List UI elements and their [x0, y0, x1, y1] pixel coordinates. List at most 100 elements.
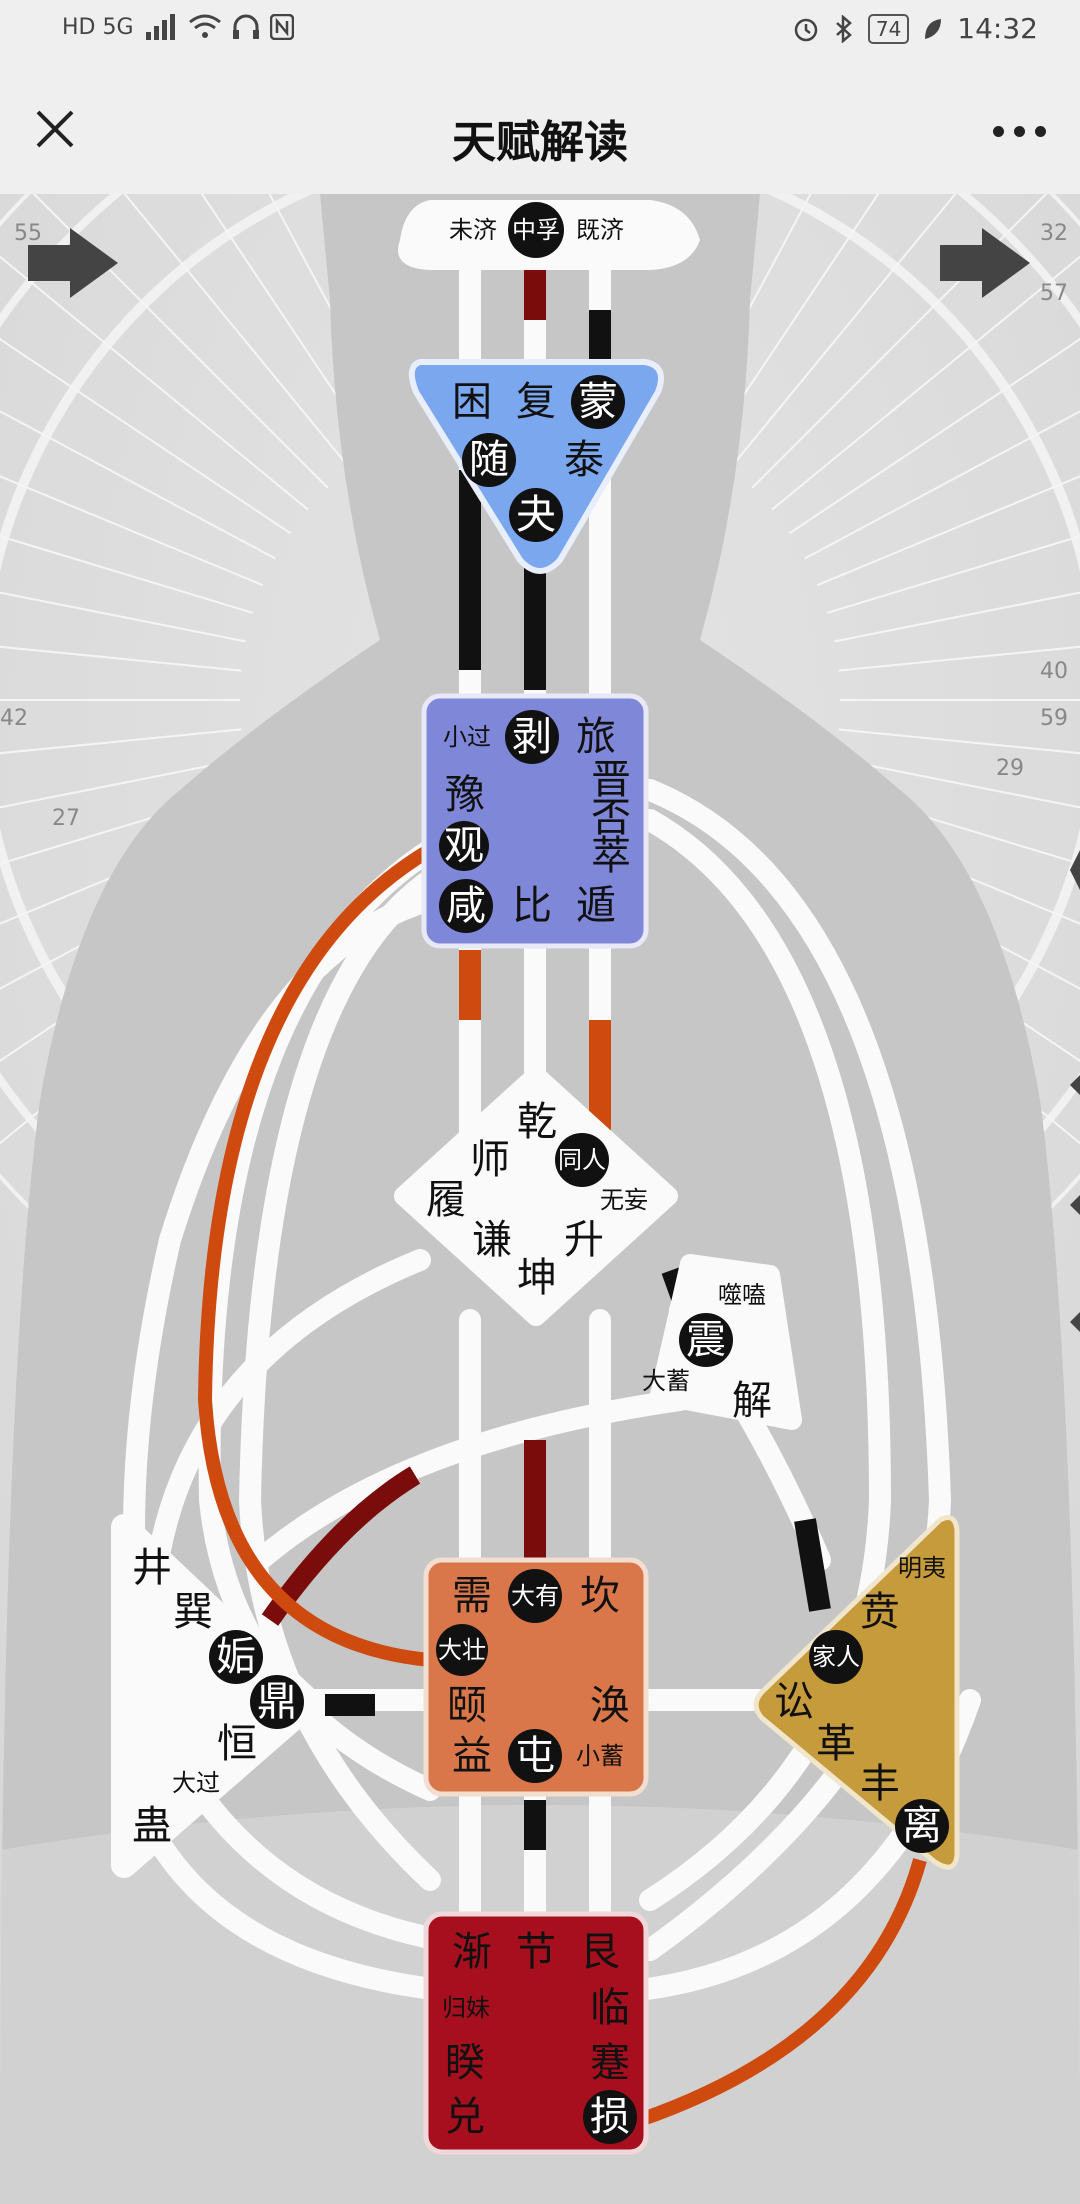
mandala-ray [0, 410, 276, 560]
clock: 14:32 [957, 12, 1038, 45]
gate-label: 大蓄 [642, 1367, 690, 1395]
wheel-number: 27 [52, 806, 80, 831]
mandala-ray [0, 255, 309, 511]
mandala-ray [838, 728, 1080, 755]
gate-label: 明夷 [898, 1554, 946, 1582]
wheel-number: 42 [0, 706, 28, 731]
mandala-ray [0, 645, 242, 672]
gate-label: 豫 [445, 772, 485, 818]
gate-label: 睽 [445, 2040, 485, 2086]
gate-label: 比 [512, 883, 552, 929]
gate-label: 兑 [445, 2094, 485, 2140]
mandala-ray [705, 194, 880, 452]
gate-label: 渐 [452, 1929, 492, 1975]
gate-label: 临 [590, 1985, 630, 2031]
gate-label-active: 观 [444, 823, 484, 869]
mandala-ray [0, 475, 264, 587]
mandala-ray [729, 194, 957, 469]
network-label: HD 5G [62, 14, 134, 40]
gate-label: 颐 [447, 1683, 487, 1729]
mandala-ray [0, 757, 246, 809]
gate-label: 井 [132, 1545, 172, 1591]
gate-label: 乾 [517, 1099, 557, 1145]
wheel-number: 32 [1040, 221, 1068, 246]
wheel-number: 57 [1040, 281, 1068, 306]
gate-label: 否 [591, 795, 631, 841]
mandala-ray [771, 255, 1080, 511]
gate-label: 小过 [443, 723, 491, 751]
wheel-number: 29 [996, 756, 1024, 781]
nfc-icon [269, 14, 294, 40]
gate-label: 恒 [217, 1721, 257, 1767]
status-right: 74 14:32 [792, 12, 1038, 45]
gate-label-active: 离 [902, 1803, 942, 1849]
mandala-ray [834, 757, 1080, 809]
gate-label: 晋 [591, 757, 631, 803]
gate-label: 需 [452, 1573, 492, 1619]
gate-label-active: 中孚 [512, 216, 560, 244]
gate-label: 革 [816, 1721, 856, 1767]
mandala-ray [788, 337, 1080, 535]
gate-label-active: 咸 [446, 883, 486, 929]
wheel-number: 59 [1040, 706, 1068, 731]
gate-label: 师 [470, 1137, 510, 1183]
gate-label-active: 夬 [516, 492, 556, 538]
gate-label: 大过 [172, 1769, 220, 1797]
gate-label: 坤 [517, 1255, 557, 1301]
mandala-ray [826, 535, 1080, 614]
mandala-ray [0, 337, 292, 535]
mandala-ray [0, 728, 242, 755]
sacral-center [423, 1557, 649, 1797]
gate-label: 升 [564, 1217, 604, 1263]
gate-label: 泰 [564, 437, 604, 483]
mandala-ray [816, 475, 1080, 587]
gate-label: 归妹 [442, 1994, 490, 2022]
bodygraph-svg: 55 32 57 42 59 27 29 40 [0, 194, 1080, 2204]
more-dot [993, 126, 1004, 137]
mandala-ray [838, 645, 1080, 672]
mandala-ray [834, 591, 1080, 643]
more-dot [1014, 126, 1025, 137]
gate-label: 未济 [449, 216, 497, 244]
gate-label: 噬嗑 [718, 1281, 766, 1309]
gate-label: 无妄 [600, 1186, 648, 1214]
gate-label-active: 鼎 [257, 1679, 297, 1725]
gate-label: 涣 [590, 1683, 630, 1729]
spleen-center [111, 1514, 323, 1878]
gate-label: 履 [426, 1177, 466, 1223]
gate-label: 贲 [860, 1589, 900, 1635]
mandala-ray [0, 535, 254, 614]
wheel-number: 40 [1040, 659, 1068, 684]
left-arrow-icon [28, 228, 118, 298]
gate-label: 坎 [580, 1573, 620, 1619]
close-button[interactable] [30, 104, 80, 154]
gate-label: 蹇 [590, 2040, 630, 2086]
status-bar: HD 5G 74 14:32 [0, 0, 1080, 68]
more-dot [1035, 126, 1046, 137]
gate-label: 旅 [576, 714, 616, 760]
gate-label: 既济 [576, 216, 624, 244]
gate-label: 遁 [576, 883, 616, 929]
gate-label-active: 大有 [511, 1582, 559, 1610]
gate-label-active: 家人 [812, 1643, 860, 1671]
alarm-icon [794, 18, 818, 41]
bluetooth-icon [835, 14, 852, 43]
gate-label-active: 同人 [558, 1146, 606, 1174]
gate-label: 解 [732, 1378, 772, 1424]
gate-label-active: 大壮 [438, 1636, 486, 1664]
battery-indicator: 74 [867, 13, 910, 44]
mandala-ray [123, 194, 351, 469]
wifi-icon [188, 14, 221, 38]
status-left: HD 5G [62, 14, 294, 40]
more-button[interactable] [993, 126, 1046, 137]
gate-label: 巽 [173, 1589, 213, 1635]
gate-label: 困 [452, 379, 492, 425]
page-title: 天赋解读 [452, 117, 628, 168]
mandala-ray [751, 194, 1048, 489]
mandala-ray [804, 410, 1080, 560]
gate-label: 益 [452, 1733, 492, 1779]
wheel-number: 55 [14, 221, 42, 246]
bodygraph: 55 32 57 42 59 27 29 40 [0, 194, 1080, 2204]
solar-plexus-center [753, 1515, 960, 1870]
gate-label-active: 姤 [216, 1634, 256, 1680]
